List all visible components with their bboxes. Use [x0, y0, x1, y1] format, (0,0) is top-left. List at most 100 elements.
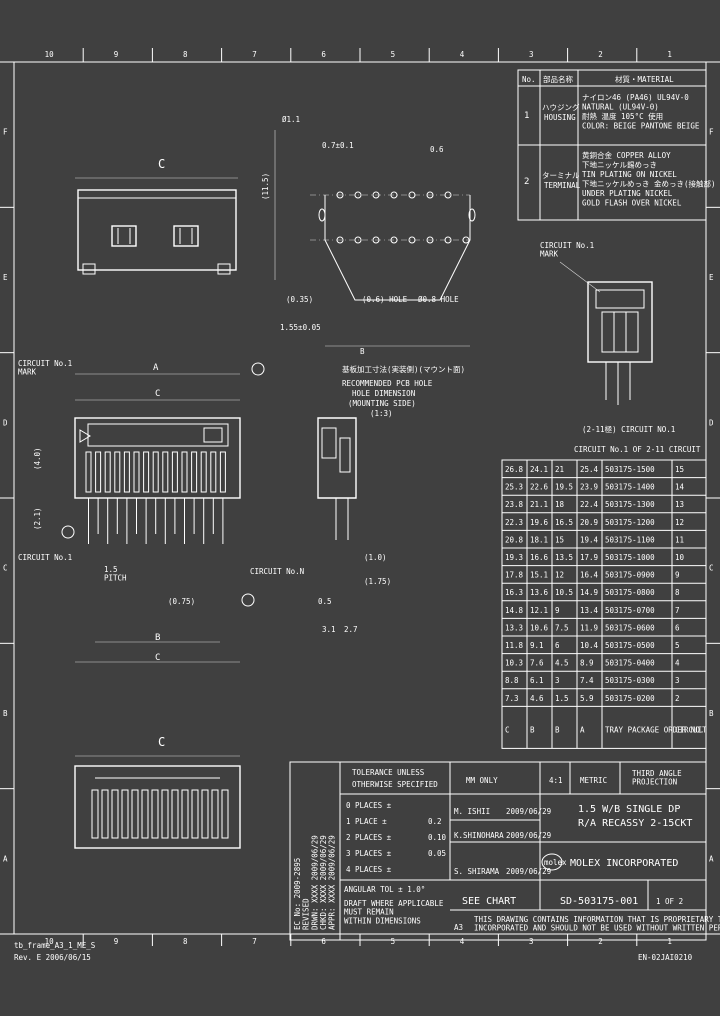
hole-note-2: Ø0.8 HOLE: [418, 295, 459, 304]
chart-cell: 503175-0200: [605, 694, 655, 703]
col-label-bottom: 1: [667, 937, 672, 946]
title-line2: R/A RECASSY 2-15CKT: [578, 818, 692, 829]
side-dim-31: 3.1: [322, 625, 336, 634]
top-front-view: C: [75, 157, 238, 275]
chart-cell: 14: [675, 483, 685, 492]
row-label-right: C: [709, 564, 714, 573]
col-label-bottom: 7: [252, 937, 257, 946]
cavity-slot: [141, 789, 149, 839]
material-line: 黄銅合金 COPPER ALLOY: [582, 150, 671, 160]
row-label-right: E: [709, 273, 714, 282]
cavity-slot: [151, 789, 159, 839]
side-dim-10: (1.0): [364, 553, 387, 562]
pcb-hole: [426, 236, 434, 244]
angular-tol: ANGULAR TOL ± 1.0°: [344, 885, 425, 894]
chart-cell: 503175-0900: [605, 571, 655, 580]
tolerance-line2: OTHERWISE SPECIFIED: [352, 780, 438, 789]
row-label-right: A: [709, 854, 714, 863]
mat-row1-no: 1: [524, 111, 529, 121]
chart-cell: 13.5: [555, 553, 573, 562]
pcb-hole: [444, 236, 452, 244]
material-line: 下地ニッケル錫めっき: [582, 160, 657, 170]
frame-rev: Rev. E 2006/06/15: [14, 953, 91, 962]
dim-155: 1.55±0.05: [280, 323, 321, 332]
row-label-left: B: [3, 709, 8, 718]
material-line: 耐熱 温度 105°C 使用: [582, 111, 663, 121]
terminal-slot: [85, 451, 92, 493]
side-dim-27: 2.7: [344, 625, 358, 634]
circuit-box-label2: CIRCUIT No.1 OF 2-11 CIRCUIT: [574, 445, 701, 454]
row-label-left: C: [3, 564, 8, 573]
col-label-bottom: 2: [598, 937, 603, 946]
dim-07: 0.7±0.1: [322, 141, 354, 150]
mat-header-material: 材質・MATERIAL: [615, 74, 674, 84]
approved-date: 2009/06/29: [506, 867, 551, 876]
row-label-right: F: [709, 128, 714, 137]
chart-cell: 22.3: [505, 518, 523, 527]
row-label-right: B: [709, 709, 714, 718]
chart-cell: 19.6: [530, 518, 549, 527]
drawn-by: M. ISHII: [454, 807, 490, 816]
pcb-hole: [372, 191, 380, 199]
cavity-slot: [211, 789, 219, 839]
scale: 4:1: [549, 776, 563, 785]
chart-header: A: [580, 725, 585, 734]
circuit-1-label: CIRCUIT No.1: [18, 553, 72, 562]
dim-035: (0.35): [286, 295, 313, 304]
cavity-slot: [191, 789, 199, 839]
chart-cell: 7: [675, 606, 680, 615]
terminal-slot: [219, 451, 226, 493]
chart-cell: 503175-0400: [605, 659, 655, 668]
dim-c-mid: C: [155, 389, 160, 399]
chart-cell: 7.3: [505, 694, 519, 703]
mat-header-no: No.: [522, 75, 536, 84]
terminal-slot: [133, 451, 140, 493]
tolerance-value: 0.10: [428, 833, 447, 842]
terminal-slot: [162, 451, 169, 493]
chart-cell: 9: [555, 606, 560, 615]
cavity-slot: [91, 789, 99, 839]
chart-cell: 10.4: [580, 641, 599, 650]
chart-cell: 11.8: [505, 641, 524, 650]
tolerance-row: 4 PLACES ±: [346, 865, 392, 874]
chart-cell: 503175-0300: [605, 676, 655, 685]
chart-cell: 18.1: [530, 535, 548, 544]
material-line: TIN PLATING ON NICKEL: [582, 170, 677, 179]
terminal-slot: [210, 451, 217, 493]
dim-115: (11.5): [261, 173, 270, 200]
material-line: NATURAL (UL94V-0): [582, 103, 659, 112]
cavity-slot: [121, 789, 129, 839]
chart-cell: 19.4: [580, 535, 599, 544]
chart-cell: 503175-1000: [605, 553, 655, 562]
chart-cell: 1.5: [555, 694, 569, 703]
recommended-en4: (1:3): [370, 409, 393, 418]
col-label-bottom: 4: [460, 937, 465, 946]
circuit-n-label: CIRCUIT No.N: [250, 567, 304, 576]
chart-header: TRAY PACKAGE ORDER NO.: [605, 725, 704, 734]
chart-header: CIRCUIT: [675, 725, 707, 734]
chart-cell: 6: [675, 623, 680, 632]
chart-cell: 16.3: [505, 588, 523, 597]
pcb-hole: [336, 191, 344, 199]
chart-cell: 10: [675, 553, 685, 562]
pcb-hole: [462, 236, 470, 244]
chart-cell: 503175-1500: [605, 465, 655, 474]
chart-cell: 8.9: [580, 659, 594, 668]
chart-cell: 7.6: [530, 659, 544, 668]
material-line: 下地ニッケルめっき 金めっき(接触部): [582, 179, 716, 189]
chart-cell: 5.9: [580, 694, 594, 703]
sheet: 1 OF 2: [656, 897, 683, 906]
col-label-top: 3: [529, 50, 534, 59]
chart-cell: 5: [675, 641, 680, 650]
mat-row2-part-en: TERMINAL: [544, 181, 581, 190]
pcb-hole: [336, 236, 344, 244]
chart-cell: 503175-0800: [605, 588, 655, 597]
chart-cell: 4.6: [530, 694, 544, 703]
terminal-slot: [123, 451, 130, 493]
terminal-slot: [181, 451, 188, 493]
